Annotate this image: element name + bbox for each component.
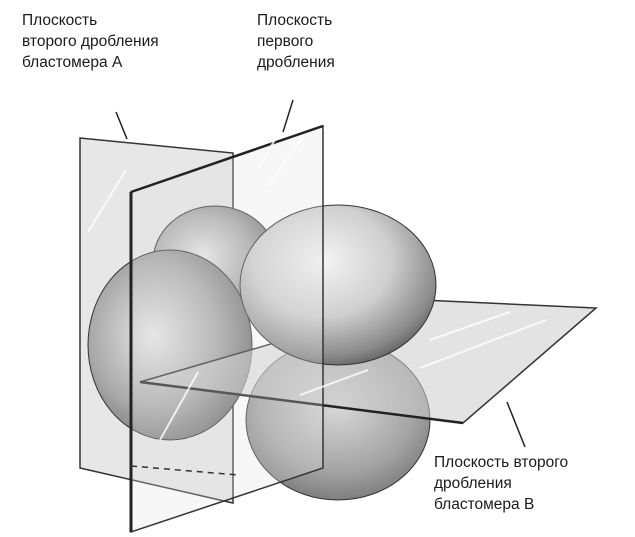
- label-second-cleavage-b: Плоскость второго дробления бластомера В: [434, 452, 568, 515]
- plane-first: [131, 126, 323, 532]
- pointer-a: [116, 112, 127, 139]
- label-first-cleavage: Плоскость первого дробления: [257, 10, 335, 73]
- pointer-first: [283, 100, 293, 132]
- label-second-cleavage-a: Плоскость второго дробления бластомера А: [22, 10, 159, 73]
- pointer-b: [507, 402, 525, 447]
